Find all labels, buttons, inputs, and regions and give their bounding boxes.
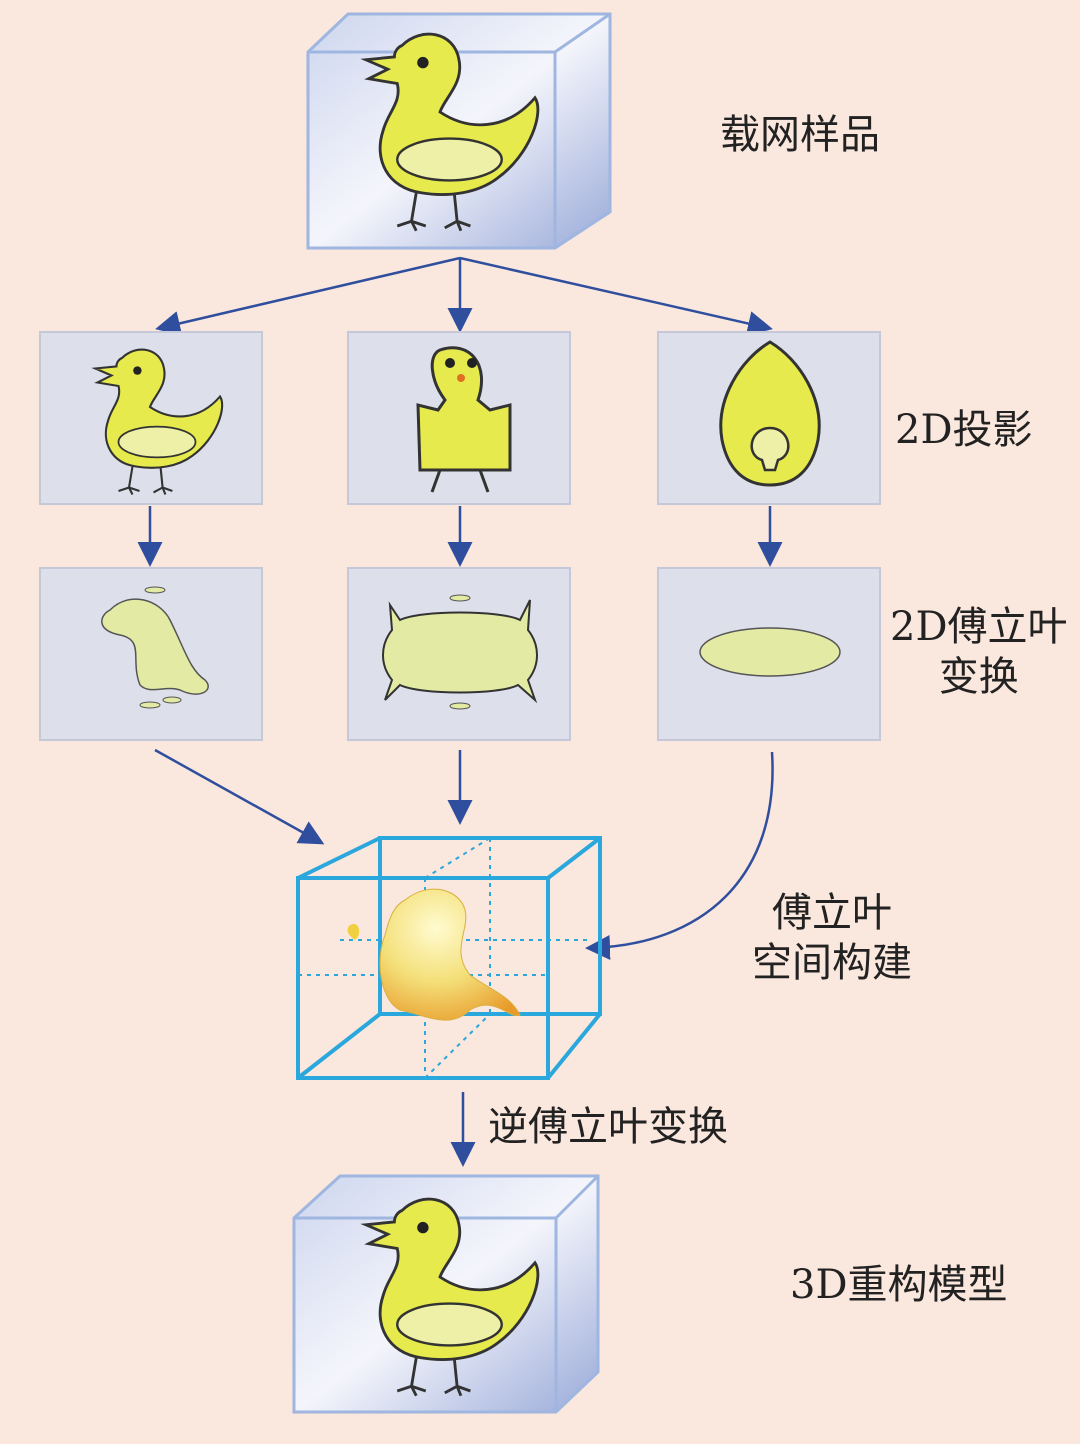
- duck-top-view: [719, 340, 821, 487]
- label-fourier-line2: 变换: [938, 654, 1019, 700]
- arrows-projection: [137, 256, 783, 1167]
- model-cube: [292, 1174, 600, 1414]
- label-space-line1: 傅立叶: [772, 890, 892, 936]
- projection-panels: [39, 331, 881, 505]
- label-projection: 2D投影: [895, 407, 1033, 453]
- fourier-panels: [39, 567, 881, 741]
- label-fourier-space: 傅立叶 空间构建: [752, 888, 912, 988]
- duck-front-view: [416, 346, 512, 493]
- label-3d-model: 3D重构模型: [790, 1262, 1008, 1308]
- label-inverse-transform: 逆傅立叶变换: [488, 1104, 728, 1150]
- label-space-line2: 空间构建: [752, 940, 912, 986]
- sample-cube: [306, 12, 612, 250]
- reconstructed-density: [379, 888, 521, 1021]
- label-fourier-line1: 2D傅立叶: [890, 604, 1068, 650]
- label-sample: 载网样品: [720, 112, 880, 158]
- label-fourier-transform: 2D傅立叶 变换: [890, 602, 1068, 702]
